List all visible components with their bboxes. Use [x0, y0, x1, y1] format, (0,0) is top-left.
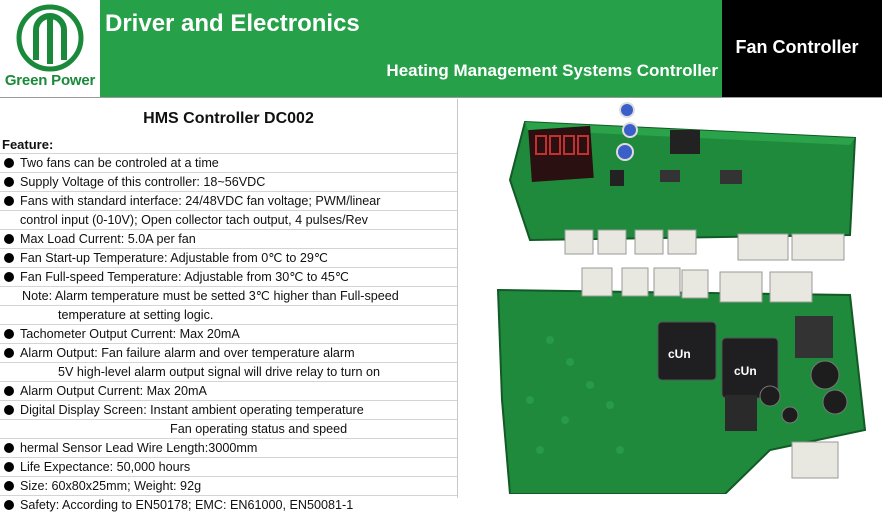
page-header: Green Power Driver and Electronics Heati…: [0, 0, 882, 97]
feature-text: Fan Start-up Temperature: Adjustable fro…: [20, 251, 329, 265]
feature-row: Alarm Output: Fan failure alarm and over…: [0, 343, 457, 362]
header-banner: [100, 0, 722, 97]
bullet-icon: [4, 329, 14, 339]
green-power-logo-icon: [16, 4, 84, 72]
feature-row: Fan Start-up Temperature: Adjustable fro…: [0, 248, 457, 267]
feature-text: Supply Voltage of this controller: 18~56…: [20, 175, 266, 189]
feature-row: Supply Voltage of this controller: 18~56…: [0, 172, 457, 191]
bullet-icon: [4, 196, 14, 206]
feature-text: Max Load Current: 5.0A per fan: [20, 232, 196, 246]
bullet-icon: [4, 481, 14, 491]
top-connectors: [564, 229, 845, 261]
bullet-icon: [4, 177, 14, 187]
category-label: Fan Controller: [735, 37, 859, 57]
column-divider: [457, 99, 458, 498]
category-box: Fan Controller: [722, 0, 882, 97]
feature-row: Size: 60x80x25mm; Weight: 92g: [0, 476, 457, 495]
feature-row: control input (0-10V); Open collector ta…: [0, 210, 457, 229]
bullet-icon: [4, 253, 14, 263]
feature-text: control input (0-10V); Open collector ta…: [20, 213, 368, 227]
model-title: HMS Controller DC002: [143, 110, 314, 127]
page-subtitle: Heating Management Systems Controller: [386, 61, 718, 80]
feature-text: Safety: According to EN50178; EMC: EN610…: [20, 498, 354, 512]
potentiometer: [616, 143, 634, 161]
header-divider: [0, 97, 882, 98]
potentiometer: [622, 122, 638, 138]
bullet-icon: [4, 443, 14, 453]
feature-text: Life Expectance: 50,000 hours: [20, 460, 191, 474]
feature-text: Fan Full-speed Temperature: Adjustable f…: [20, 270, 350, 284]
feature-text: Size: 60x80x25mm; Weight: 92g: [20, 479, 202, 493]
feature-text: hermal Sensor Lead Wire Length:3000mm: [20, 441, 258, 455]
bullet-icon: [4, 462, 14, 472]
svg-text:cUn: cUn: [734, 364, 757, 378]
bottom-connectors: [581, 267, 839, 479]
feature-text: Alarm Output Current: Max 20mA: [20, 384, 207, 398]
bullet-icon: [4, 500, 14, 510]
feature-text: Note: Alarm temperature must be setted 3…: [22, 289, 399, 303]
feature-row: 5V high-level alarm output signal will d…: [0, 362, 457, 381]
bullet-icon: [4, 386, 14, 396]
feature-row: Alarm Output Current: Max 20mA: [0, 381, 457, 400]
feature-row: Fan operating status and speed: [0, 419, 457, 438]
feature-row: Digital Display Screen: Instant ambient …: [0, 400, 457, 419]
capacitors: [759, 360, 848, 424]
logo: Green Power: [0, 0, 101, 97]
spec-panel: HMS Controller DC002 Feature: Two fans c…: [0, 99, 457, 512]
feature-row: Max Load Current: 5.0A per fan: [0, 229, 457, 248]
pcb-boards-photo: cUn cUn: [496, 102, 867, 494]
relays: [657, 321, 779, 399]
logo-text: Green Power: [4, 72, 96, 89]
feature-text: Fan operating status and speed: [170, 422, 348, 436]
feature-text: temperature at setting logic.: [58, 308, 214, 322]
feature-row: Tachometer Output Current: Max 20mA: [0, 324, 457, 343]
feature-text: Digital Display Screen: Instant ambient …: [20, 403, 364, 417]
bullet-icon: [4, 272, 14, 282]
feature-row: Life Expectance: 50,000 hours: [0, 457, 457, 476]
feature-row: Fans with standard interface: 24/48VDC f…: [0, 191, 457, 210]
bullet-icon: [4, 158, 14, 168]
bullet-icon: [4, 405, 14, 415]
page-title: Driver and Electronics: [105, 10, 360, 37]
feature-row: Two fans can be controled at a time: [0, 153, 457, 172]
potentiometer: [619, 102, 635, 118]
feature-row: hermal Sensor Lead Wire Length:3000mm: [0, 438, 457, 457]
feature-text: Two fans can be controled at a time: [20, 156, 219, 170]
feature-text: Tachometer Output Current: Max 20mA: [20, 327, 240, 341]
feature-row: Fan Full-speed Temperature: Adjustable f…: [0, 267, 457, 286]
feature-text: Fans with standard interface: 24/48VDC f…: [20, 194, 381, 208]
bullet-icon: [4, 234, 14, 244]
feature-row: Note: Alarm temperature must be setted 3…: [0, 286, 457, 305]
feature-text: 5V high-level alarm output signal will d…: [58, 365, 381, 379]
svg-text:cUn: cUn: [668, 347, 691, 361]
feature-row: temperature at setting logic.: [0, 305, 457, 324]
feature-text: Alarm Output: Fan failure alarm and over…: [20, 346, 355, 360]
feature-heading: Feature:: [2, 137, 54, 152]
bullet-icon: [4, 348, 14, 358]
